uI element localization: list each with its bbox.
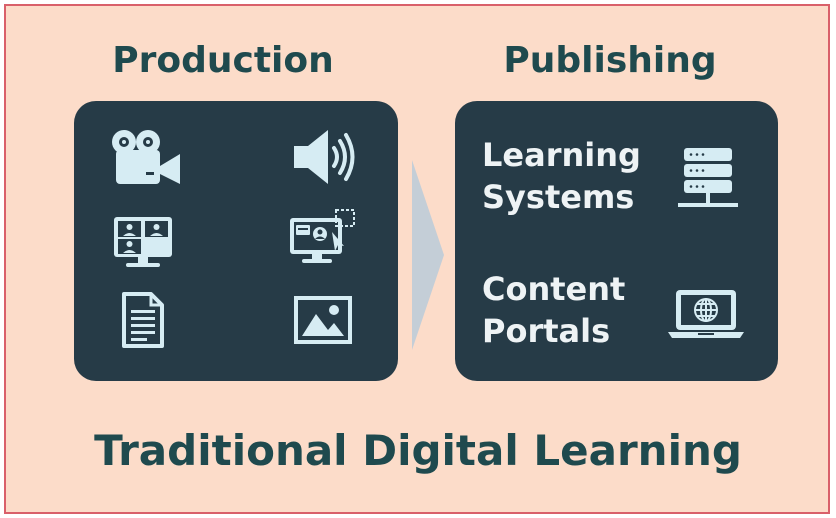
speaker-icon (294, 130, 355, 184)
learning-systems-label: Learning Systems (482, 134, 641, 218)
publishing-heading: Publishing (503, 40, 717, 81)
content-portals-line1: Content (482, 270, 626, 308)
video-camera-icon (112, 130, 180, 184)
learning-systems-line2: Systems (482, 178, 635, 216)
diagram-footer-title: Traditional Digital Learning (94, 426, 742, 475)
screen-recording-icon (290, 209, 355, 263)
content-portals-line2: Portals (482, 312, 611, 350)
learning-systems-line1: Learning (482, 136, 641, 174)
document-icon (122, 292, 164, 348)
content-portals-label: Content Portals (482, 268, 625, 352)
video-conference-icon (114, 217, 172, 267)
image-icon (294, 296, 352, 344)
flow-arrow-icon (412, 160, 444, 350)
production-heading: Production (112, 40, 334, 81)
server-icon (678, 148, 738, 207)
laptop-globe-icon (668, 290, 744, 338)
